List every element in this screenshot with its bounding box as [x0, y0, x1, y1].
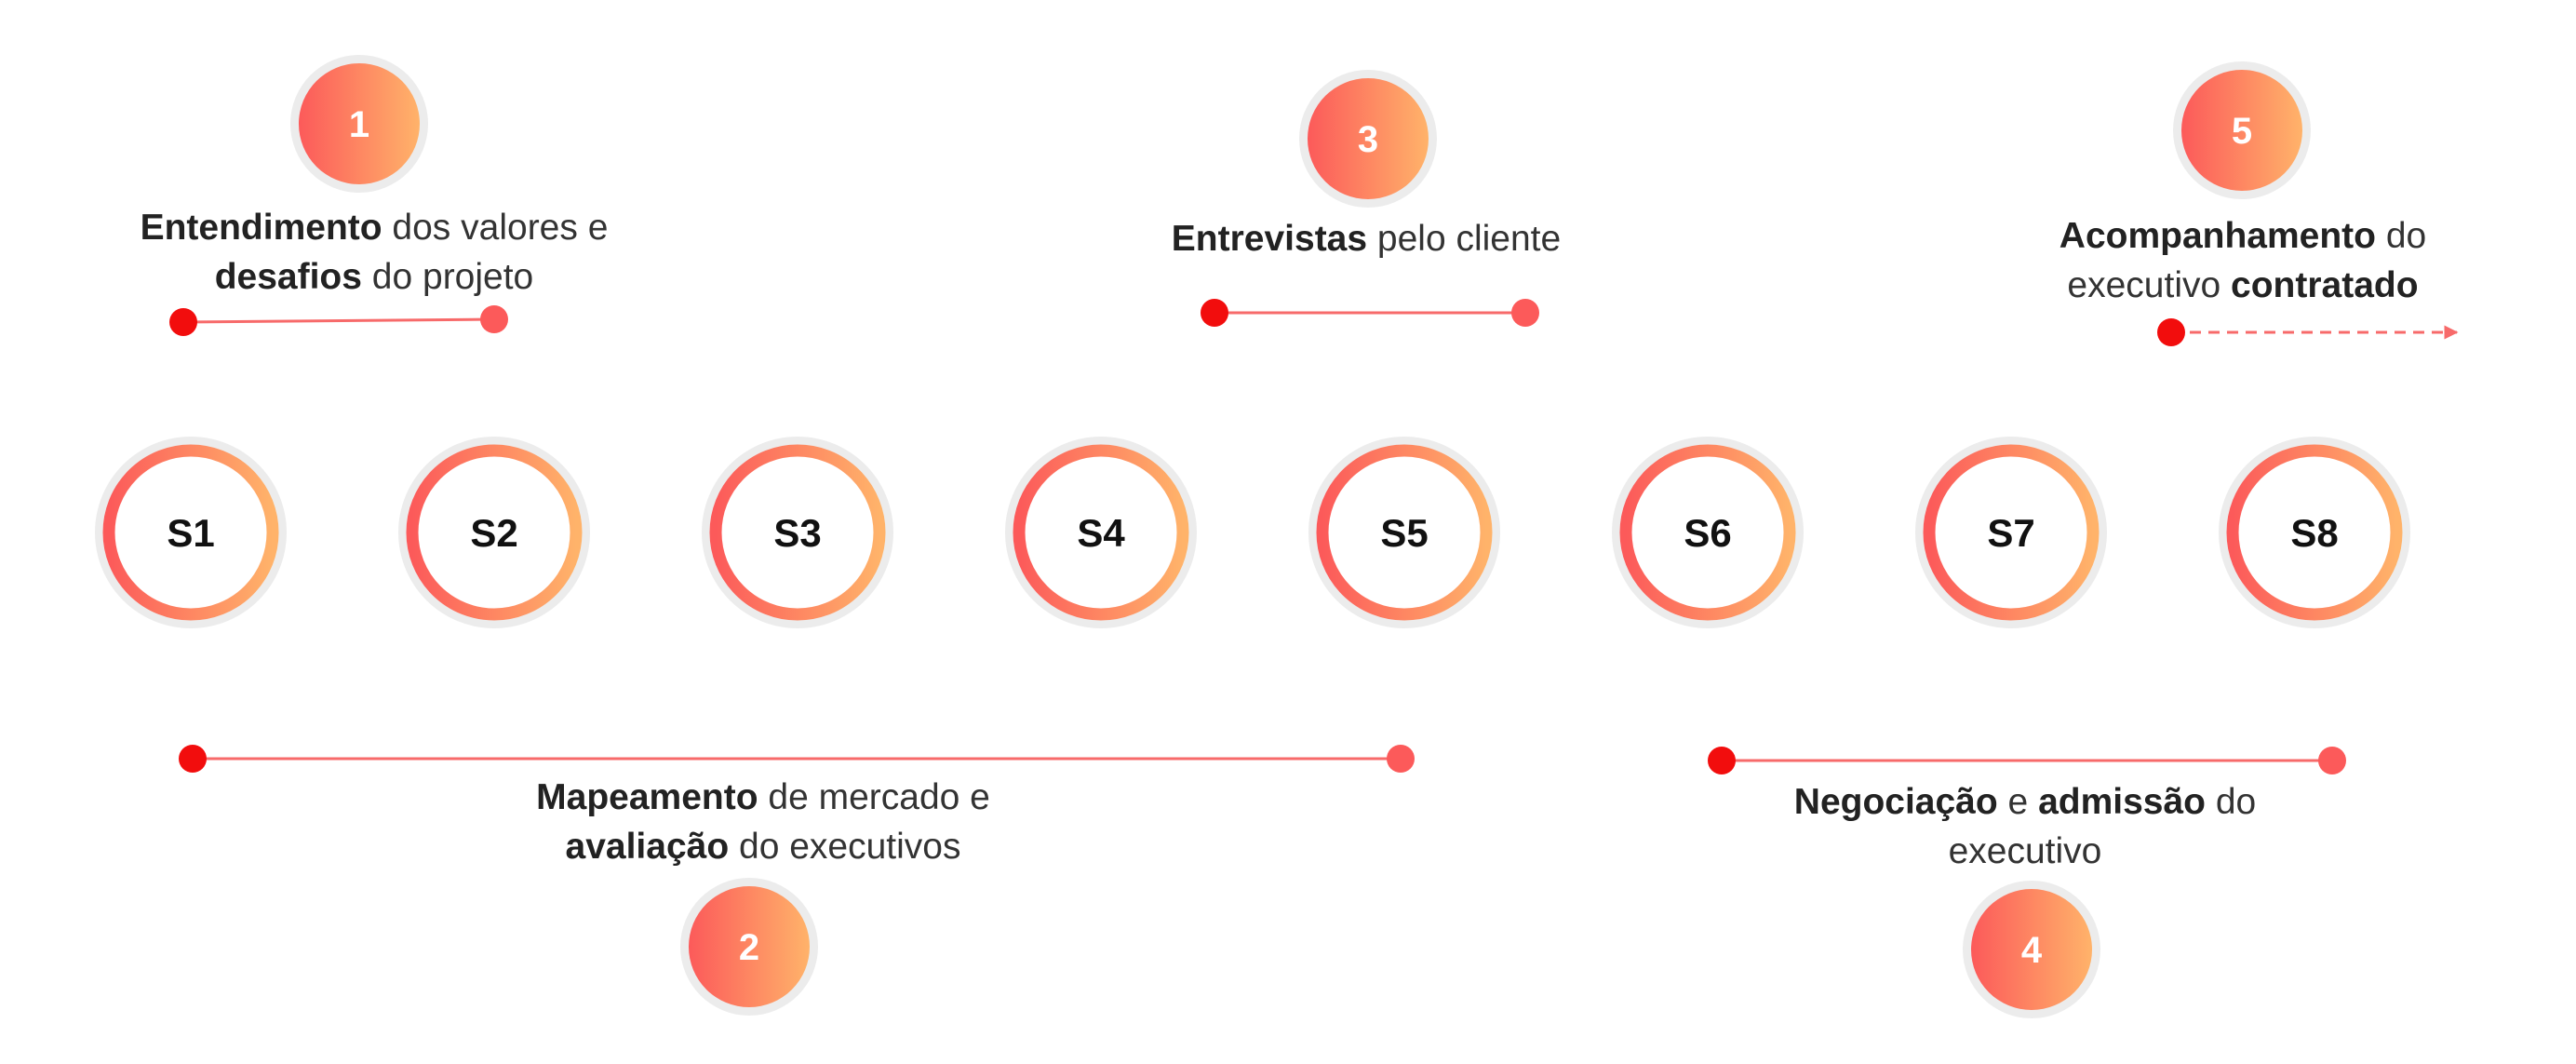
body-text: pelo cliente	[1367, 219, 1562, 259]
badge-number: 3	[1358, 119, 1378, 160]
stage-node-s8: S8	[2219, 437, 2410, 628]
badge-fill	[299, 63, 420, 184]
description-line: executivo contratado	[2059, 261, 2426, 310]
stage-node-s1: S1	[95, 437, 287, 628]
stage-label: S3	[773, 511, 821, 555]
step-1-range-marker	[169, 305, 508, 336]
description-line: avaliação do executivos	[536, 822, 990, 871]
stage-node-s4: S4	[1005, 437, 1197, 628]
step-1-badge: 1	[290, 55, 428, 193]
badge-number: 4	[2021, 930, 2043, 971]
range-start-dot	[1201, 299, 1228, 327]
description-line: desafios do projeto	[141, 252, 609, 302]
emphasis-text: Entendimento	[140, 208, 382, 248]
stage-ring	[1923, 444, 2100, 621]
description-line: Entendimento dos valores e	[141, 203, 609, 252]
range-start-dot	[2157, 318, 2185, 346]
stage-label: S7	[1987, 511, 2034, 555]
description-line: Acompanhamento do	[2059, 211, 2426, 261]
badge-fill	[689, 886, 810, 1007]
stage-ring	[2226, 444, 2403, 621]
stage-ring	[102, 444, 279, 621]
emphasis-text: admissão	[2038, 782, 2206, 822]
range-line	[182, 317, 495, 324]
stage-label: S4	[1077, 511, 1125, 555]
stage-ring	[406, 444, 583, 621]
body-text: e	[1997, 782, 2039, 822]
step-3-range-marker	[1201, 299, 1539, 327]
description-line: executivo	[1794, 827, 2256, 876]
stage-ring	[1013, 444, 1189, 621]
step-4-range-marker	[1708, 747, 2346, 774]
stage-ring	[709, 444, 886, 621]
stage-label: S2	[470, 511, 517, 555]
range-end-dot	[2318, 747, 2346, 774]
emphasis-text: contratado	[2231, 265, 2419, 305]
stage-label: S8	[2290, 511, 2338, 555]
range-start-dot	[1708, 747, 1736, 774]
body-text: do executivos	[729, 827, 961, 867]
range-end-dot	[1511, 299, 1539, 327]
stage-label: S6	[1684, 511, 1731, 555]
emphasis-text: Mapeamento	[536, 777, 758, 817]
stage-node-s6: S6	[1612, 437, 1804, 628]
body-text: do projeto	[361, 257, 534, 297]
stage-label: S5	[1380, 511, 1428, 555]
emphasis-text: Acompanhamento	[2059, 216, 2376, 256]
step-2-badge: 2	[680, 878, 818, 1016]
stage-label: S1	[167, 511, 214, 555]
step-5-badge: 5	[2173, 61, 2311, 199]
body-text: executivo	[2067, 265, 2232, 305]
range-end-dot	[1387, 745, 1415, 773]
badge-number: 5	[2232, 111, 2252, 152]
stage-ring	[1316, 444, 1493, 621]
stage-node-s5: S5	[1308, 437, 1500, 628]
badge-fill	[1308, 78, 1429, 199]
body-text: do	[2206, 782, 2257, 822]
step-3-description: Entrevistas pelo cliente	[1172, 214, 1561, 263]
badge-number: 1	[349, 104, 369, 145]
range-start-dot	[169, 308, 197, 336]
step-5-range-marker	[2157, 318, 2459, 346]
badge-fill	[1971, 889, 2092, 1010]
body-text: do	[2375, 216, 2427, 256]
stage-node-s2: S2	[398, 437, 590, 628]
body-text: executivo	[1948, 831, 2102, 871]
step-4-badge: 4	[1963, 881, 2100, 1018]
emphasis-text: desafios	[214, 257, 362, 297]
step-3-badge: 3	[1299, 70, 1437, 208]
badge-fill	[2181, 70, 2302, 191]
emphasis-text: Negociação	[1793, 782, 1998, 822]
stage-node-s7: S7	[1915, 437, 2107, 628]
description-line: Negociação e admissão do	[1794, 777, 2256, 827]
stage-node-s3: S3	[702, 437, 893, 628]
range-end-dot	[480, 305, 508, 333]
range-start-dot	[179, 745, 207, 773]
body-text: dos valores e	[382, 208, 609, 248]
emphasis-text: Entrevistas	[1171, 219, 1368, 259]
stage-ring	[1619, 444, 1796, 621]
description-line: Mapeamento de mercado e	[536, 773, 990, 822]
description-line: Entrevistas pelo cliente	[1172, 214, 1561, 263]
step-2-range-marker	[179, 745, 1415, 773]
body-text: de mercado e	[758, 777, 990, 817]
emphasis-text: avaliação	[565, 827, 730, 867]
badge-number: 2	[739, 927, 759, 968]
